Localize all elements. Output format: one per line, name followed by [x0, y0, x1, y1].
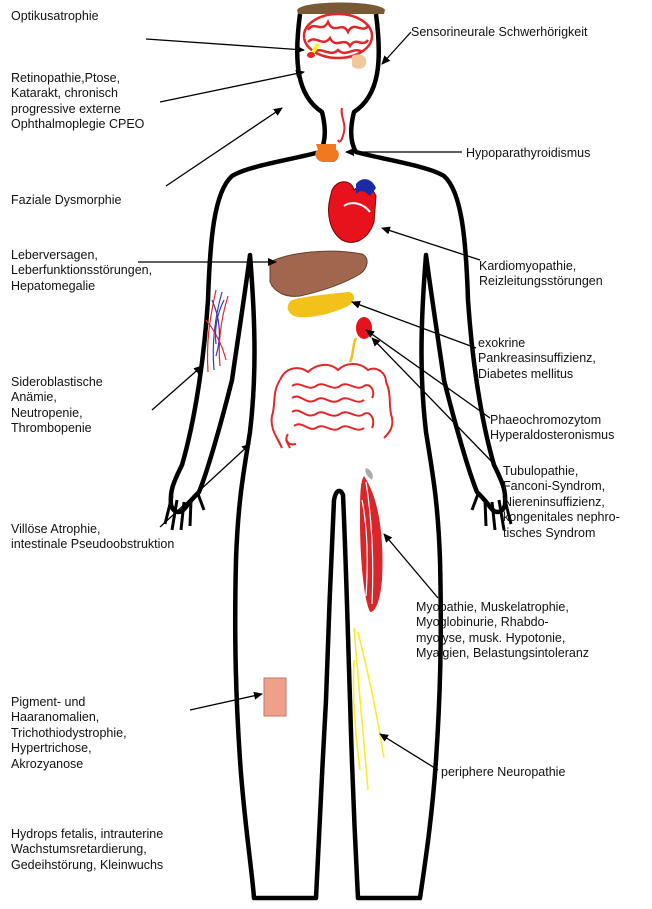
label-hypoparathyroidismus: Hypoparathyroidismus [466, 146, 590, 161]
label-sensorineurale-schwerhoerigkeit: Sensorineurale Schwerhörigkeit [411, 25, 587, 40]
intestine-organ [272, 364, 393, 448]
label-optikusatrophie: Optikusatrophie [11, 9, 99, 24]
label-leberversagen: Leberversagen,Leberfunktionsstörungen,He… [11, 248, 152, 294]
ear [352, 54, 366, 68]
label-myopathie: Myopathie, Muskelatrophie,Myoglobinurie,… [416, 600, 589, 662]
skin-patch [264, 678, 286, 716]
label-villoese-atrophie: Villöse Atrophie,intestinale Pseudoobstr… [11, 522, 174, 553]
muscle-organ [360, 468, 382, 612]
label-faziale-dysmorphie: Faziale Dysmorphie [11, 193, 121, 208]
thyroid-organ [315, 144, 338, 162]
label-tubulopathie: Tubulopathie,Fanconi-Syndrom,Niereninsuf… [503, 464, 620, 541]
kidney-organ [356, 317, 372, 339]
ureter [350, 338, 356, 362]
eye [307, 52, 315, 58]
label-periphere-neuropathie: periphere Neuropathie [441, 765, 565, 780]
liver-organ [270, 251, 367, 296]
heart-organ [329, 179, 377, 242]
nerve-lines [353, 628, 384, 790]
neck-vessels [338, 108, 344, 142]
label-kardiomyopathie: Kardiomyopathie,Reizleitungsstörungen [479, 259, 603, 290]
hair-shape [297, 3, 385, 15]
